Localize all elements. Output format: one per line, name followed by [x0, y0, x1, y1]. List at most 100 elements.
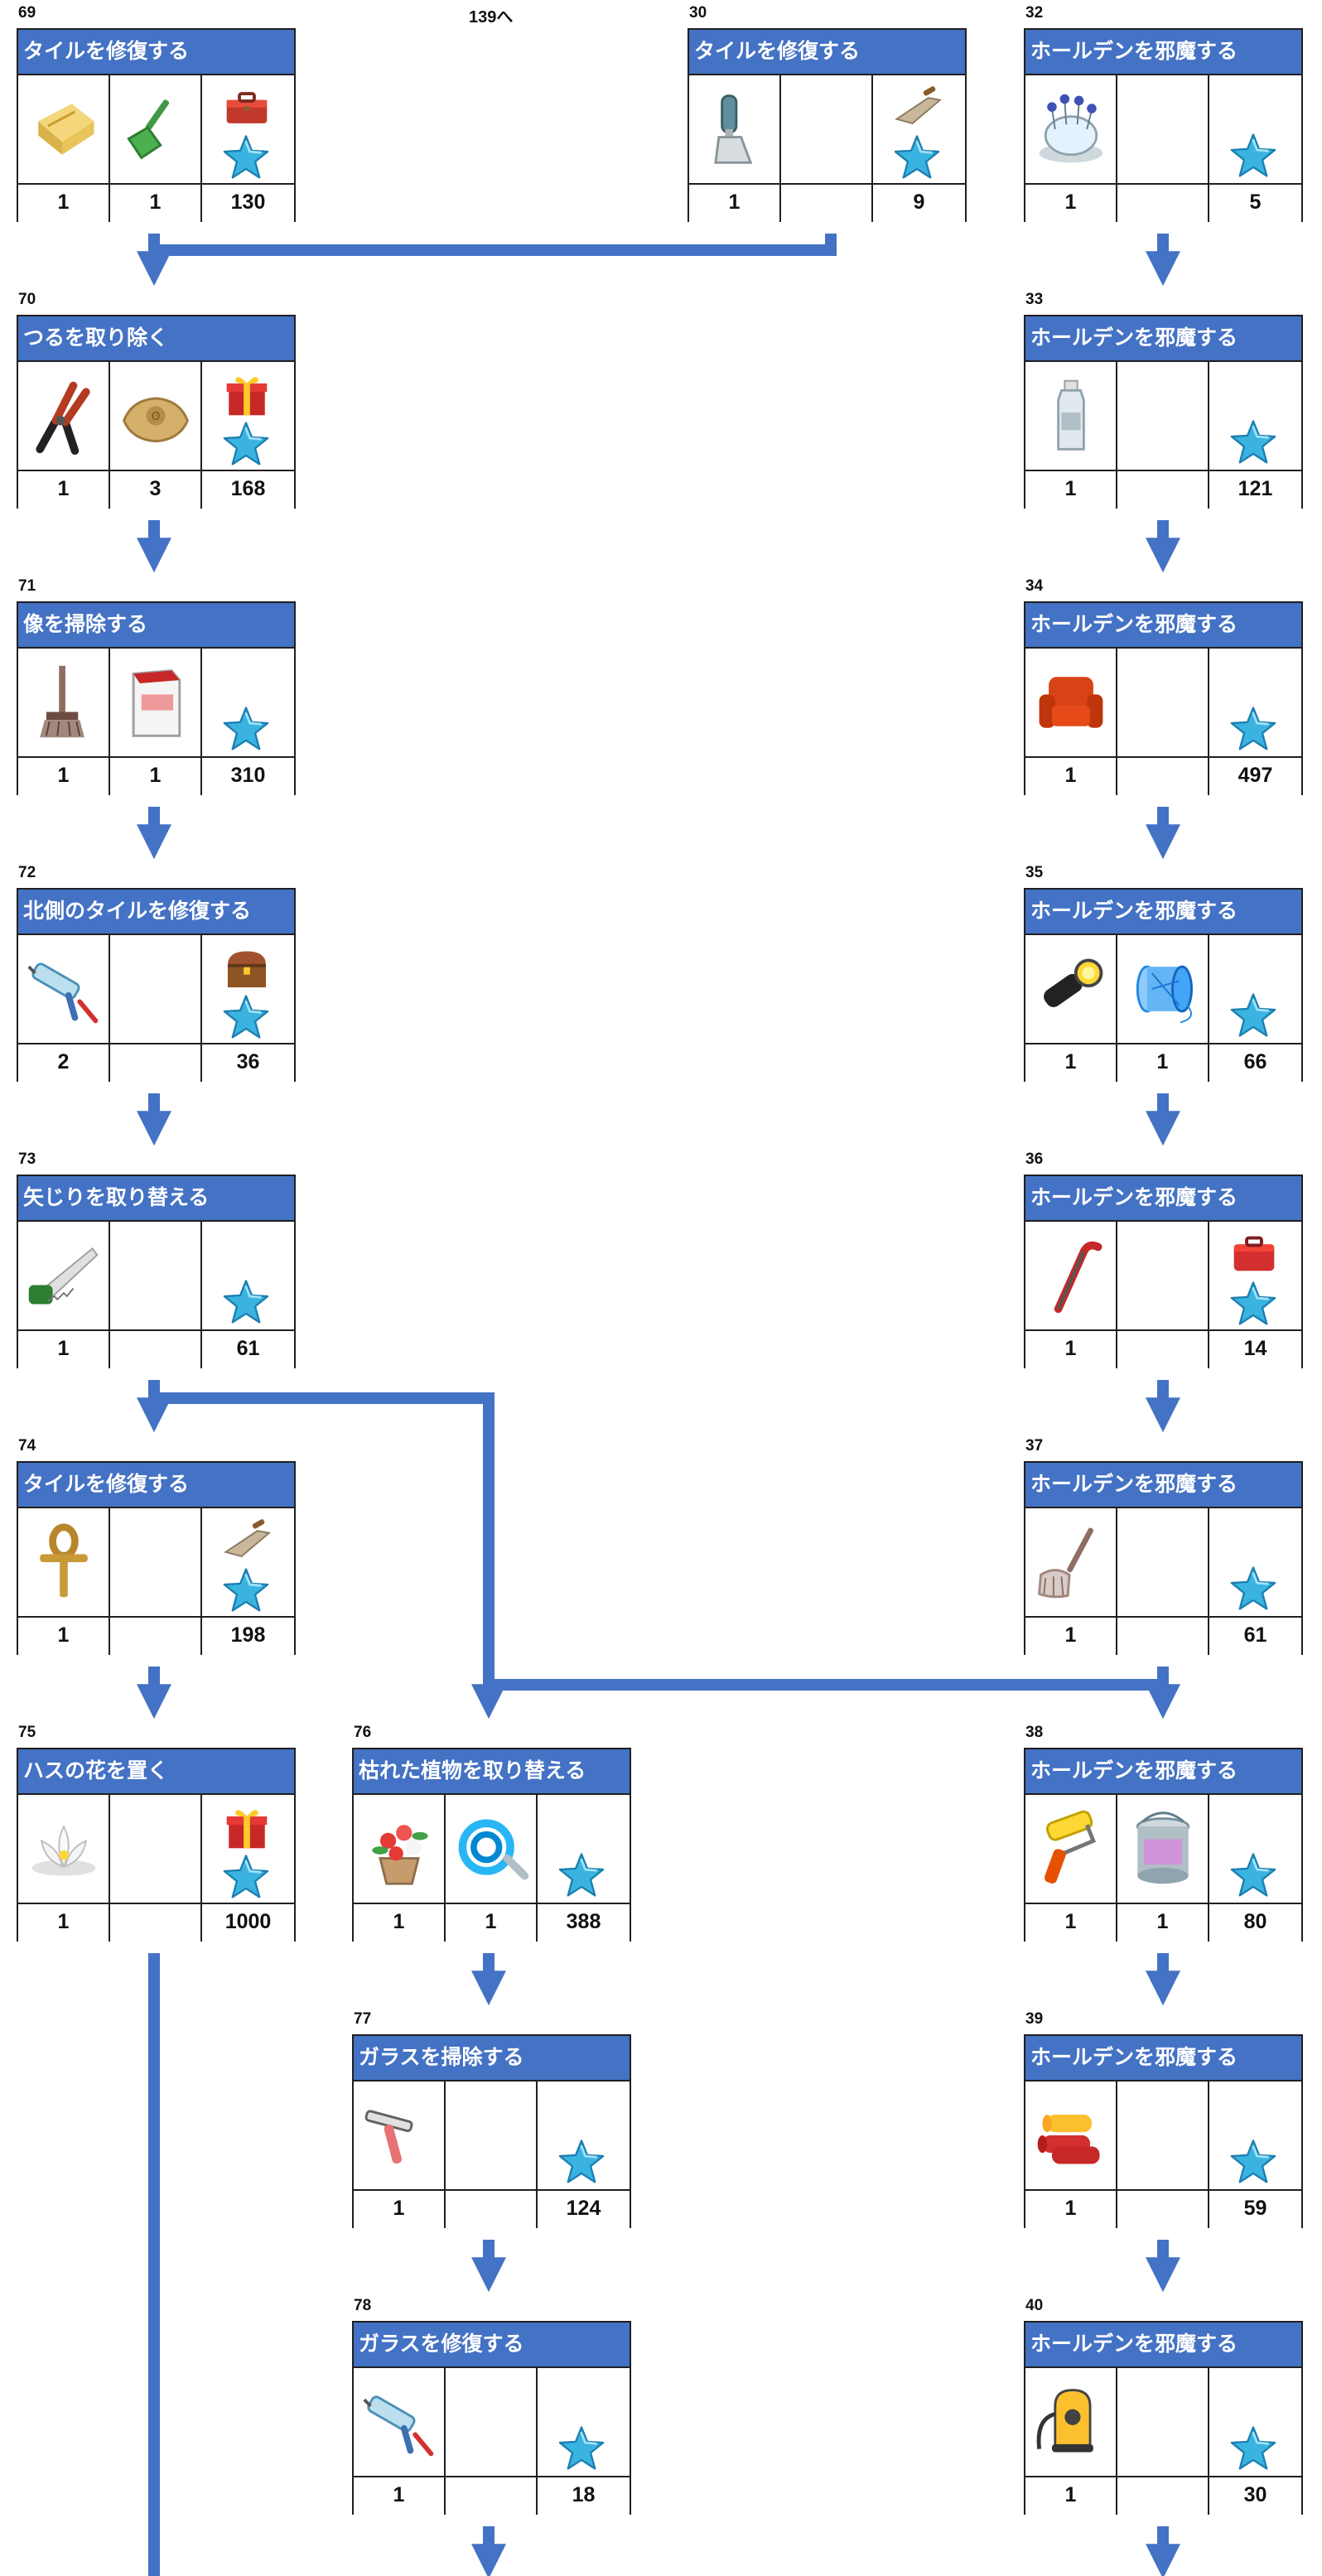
item-quantity: 1	[354, 2189, 446, 2228]
item-cell	[354, 2082, 446, 2189]
item-quantity: 1	[18, 756, 110, 795]
gift-icon	[220, 369, 273, 422]
star-icon	[1229, 705, 1277, 753]
reward-cell	[202, 1222, 294, 1329]
item-quantity: 1	[110, 756, 202, 795]
bag-icon	[110, 649, 200, 756]
star-icon	[222, 420, 270, 468]
item-cell	[1117, 649, 1209, 756]
flashlight-icon	[1025, 935, 1116, 1043]
star-icon	[1229, 2138, 1277, 2186]
sponge-icon	[18, 75, 109, 183]
star-icon	[893, 133, 941, 181]
item-quantity: 1	[1025, 1043, 1117, 1082]
item-cell	[354, 1795, 446, 1903]
reward-cell	[538, 2082, 630, 2189]
reward-cell	[202, 935, 294, 1043]
item-quantity: 1	[110, 183, 202, 222]
reward-points: 310	[202, 756, 294, 795]
reward-cell	[202, 649, 294, 756]
item-cell	[446, 1795, 538, 1903]
item-quantity	[446, 2476, 538, 2515]
item-cell	[110, 75, 202, 183]
reward-points: 30	[1209, 2476, 1301, 2515]
quest-title: 枯れた植物を取り替える	[352, 1748, 631, 1795]
item-cell	[1117, 1795, 1209, 1903]
item-quantity	[446, 2189, 538, 2228]
reward-points: 9	[873, 183, 965, 222]
star-icon	[1229, 1565, 1277, 1613]
quest-title: 像を掃除する	[17, 601, 296, 649]
crowbar-icon	[1025, 1222, 1116, 1329]
reward-cell	[202, 75, 294, 183]
item-quantity: 1	[18, 183, 110, 222]
reward-points: 80	[1209, 1903, 1301, 1942]
star-icon	[1229, 991, 1277, 1040]
quest-title: タイルを修復する	[17, 1461, 296, 1508]
quest-number: 39	[1025, 2010, 1044, 2028]
item-cell	[110, 1222, 202, 1329]
quest-number: 78	[354, 2297, 372, 2314]
quest-title: タイルを修復する	[688, 28, 967, 75]
quest-title: ホールデンを邪魔する	[1024, 2034, 1303, 2082]
fabric-rolls-icon	[1025, 2082, 1116, 2189]
item-cell	[1025, 2082, 1117, 2189]
paint-roller-icon	[1025, 1795, 1116, 1903]
item-cell	[446, 2368, 538, 2476]
star-icon	[557, 2138, 606, 2186]
item-quantity	[1117, 2476, 1209, 2515]
vacuum-icon	[1025, 2368, 1116, 2476]
item-quantity: 1	[354, 1903, 446, 1942]
item-quantity	[1117, 183, 1209, 222]
quest-number: 76	[354, 1724, 372, 1741]
quest-title: ホールデンを邪魔する	[1024, 888, 1303, 935]
item-cell	[18, 75, 110, 183]
reward-cell	[202, 1795, 294, 1903]
sack-icon: ʘ	[110, 362, 200, 470]
item-cell	[354, 2368, 446, 2476]
star-icon	[1229, 1851, 1277, 1899]
reward-cell	[1209, 2082, 1301, 2189]
item-quantity: 1	[18, 1616, 110, 1655]
scraper-icon	[689, 75, 779, 183]
item-quantity: 1	[1025, 183, 1117, 222]
item-quantity: 1	[1117, 1043, 1209, 1082]
item-cell	[18, 1795, 110, 1903]
quest-title: ホールデンを邪魔する	[1024, 1461, 1303, 1508]
item-quantity	[110, 1616, 202, 1655]
item-quantity: 1	[1025, 2476, 1117, 2515]
caulk-gun-icon	[354, 2368, 444, 2476]
item-quantity: 1	[689, 183, 781, 222]
reward-cell	[1209, 1508, 1301, 1616]
quest-number: 73	[18, 1151, 36, 1168]
item-cell	[1117, 1222, 1209, 1329]
reward-points: 18	[538, 2476, 630, 2515]
quest-title: ガラスを掃除する	[352, 2034, 631, 2082]
reward-cell	[1209, 362, 1301, 470]
quest-title: ハスの花を置く	[17, 1748, 296, 1795]
hose-icon	[446, 1795, 536, 1903]
reward-cell	[873, 75, 965, 183]
reward-cell	[202, 362, 294, 470]
item-cell	[110, 649, 202, 756]
quest-title: 矢じりを取り替える	[17, 1175, 296, 1222]
gift-icon	[220, 1802, 273, 1855]
item-cell: ʘ	[110, 362, 202, 470]
svg-text:ʘ: ʘ	[151, 411, 160, 423]
quest-number: 35	[1025, 864, 1044, 881]
armchair-icon	[1025, 649, 1116, 756]
toolbox-icon	[220, 82, 273, 135]
flower-pot-icon	[354, 1795, 444, 1903]
item-quantity: 1	[1025, 470, 1117, 509]
reward-points: 130	[202, 183, 294, 222]
